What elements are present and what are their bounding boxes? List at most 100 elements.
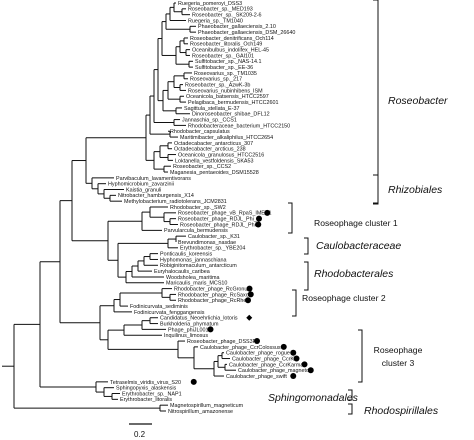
leaf-label: Woodsholea_maritima bbox=[166, 275, 220, 281]
leaf-label: Brevundimonas_nasdae bbox=[178, 240, 236, 246]
leaf-label: Phaeobacter_gallaeciensis_2.10 bbox=[198, 24, 276, 30]
leaf-label: Caulobacter_phage_CcrK bbox=[232, 356, 294, 362]
leaf-diamond-marker bbox=[246, 314, 253, 321]
leaf-label: Roseobacter_denitrificans_Och114 bbox=[190, 36, 274, 42]
leaf-circle-marker bbox=[255, 221, 262, 228]
leaf-circle-marker bbox=[307, 367, 314, 374]
leaf-circle-marker bbox=[256, 215, 262, 222]
bracket-rhizobiales bbox=[373, 174, 379, 204]
leaf-label: Erythrobacter_litoralis bbox=[120, 397, 172, 403]
clade-label-rhizobiales: Rhizobiales bbox=[388, 184, 443, 196]
leaf-label: Dinoroseobacter_shibae_DFL12 bbox=[192, 112, 270, 118]
leaf-label: Oceanicola_batsensis_HTCC2597 bbox=[186, 94, 269, 100]
clade-label-roseobacter: Roseobacter bbox=[388, 95, 448, 107]
bracket-roseophage1 bbox=[288, 202, 293, 234]
leaf-circle-marker bbox=[190, 378, 197, 385]
leaf-label: Sulfitobacter_sp._NAS-14.1 bbox=[195, 59, 262, 65]
leaf-label: Ruegeria_pomeroyi_DSS3 bbox=[178, 1, 242, 7]
leaf-label: Jannaschia_sp._CCS1 bbox=[182, 117, 237, 123]
leaf-label: Magnetospirillum_magneticum bbox=[170, 403, 244, 409]
leaf-label: Parvularcula_bermudensis bbox=[164, 228, 228, 234]
bracket-roseophage2 bbox=[292, 289, 297, 317]
leaf-label: Rhodobacter_phage_RcGronus bbox=[174, 287, 250, 293]
bracket-roseobacter bbox=[373, 0, 379, 205]
bracket-caulobacteraceae bbox=[304, 237, 309, 255]
leaf-label: Oceanicola_granulosus_HTCC2516 bbox=[178, 152, 264, 158]
leaf-label: Roseobacter_phage_RDJL_Phi_2 bbox=[178, 217, 260, 223]
clade-label-rhodobacterales: Rhodobacterales bbox=[314, 268, 394, 280]
leaf-circle-marker bbox=[280, 343, 287, 350]
leaf-label: Robiginitomaculum_antarcticum bbox=[160, 263, 237, 269]
leaf-label: Hyphomonas_jannaschiana bbox=[160, 257, 227, 263]
leaf-label: Sphingopyxis_alaskensis bbox=[116, 386, 177, 392]
leaf-label: Hyphomicrobium_zavarzinii bbox=[108, 182, 174, 188]
leaf-label: Sulfitobacter_sp._EE-36 bbox=[195, 65, 253, 71]
leaf-label: Maricaulis_maris_MCS10 bbox=[166, 281, 227, 287]
leaf-label: Euryhalocaulis_caribea bbox=[154, 269, 210, 275]
leaf-label: Caulobacter_phage_swift bbox=[226, 374, 287, 380]
leaf-label: Inquilinus_limosus bbox=[164, 333, 208, 339]
leaf-label: Loktanella_vestfoldensis_SKA53 bbox=[175, 158, 254, 164]
leaf-circle-marker bbox=[254, 338, 260, 345]
leaf-label: Kaistia_granuli bbox=[126, 187, 161, 193]
leaf-label: Nitrobacter_hamburgensis_X14 bbox=[118, 193, 194, 199]
clade-label-caulobacteraceae: Caulobacteraceae bbox=[316, 240, 401, 252]
leaf-label: Maritimibacter_alkaliphilus_HTCC2654 bbox=[180, 135, 273, 141]
leaf-label: Rhodobacter_capsulatus bbox=[170, 129, 230, 135]
leaf-label: Caulobacter_phage_CcrKarma bbox=[229, 362, 303, 368]
leaf-label: Roseobacter_sp._SK209-2-6 bbox=[192, 13, 262, 19]
leaf-label: Fodinicurvata_fenggangensis bbox=[134, 310, 205, 316]
leaf-label: Ruegeria_sp._TM1040 bbox=[188, 18, 243, 24]
leaf-label: Caulobacter_phage_rogue bbox=[226, 351, 290, 357]
leaf-label: Oceanibulbus_indolifex_HEL-45 bbox=[192, 48, 269, 54]
leaf-circle-marker bbox=[247, 291, 254, 298]
scale-bar-label: 0.2 bbox=[134, 430, 146, 439]
leaf-label: Roseobacter_sp._CCS2 bbox=[173, 164, 231, 170]
leaf-label: Octadecabacter_antarcticus_307 bbox=[174, 141, 253, 147]
leaf-label: Burkholderia_phymatum bbox=[160, 321, 219, 327]
bracket-roseophage3 bbox=[358, 329, 363, 383]
leaf-circle-marker bbox=[245, 297, 251, 304]
leaf-label: Roseobacter_litoralis_Och149 bbox=[190, 42, 262, 48]
leaf-label: Ponticaulis_koreensis bbox=[160, 252, 212, 258]
leaf-label: Fodinicurvata_sediminis bbox=[130, 304, 188, 310]
leaf-label: Roseovarius_nubinhibens_ISM bbox=[188, 88, 263, 94]
leaf-label: Nitrospirillum_amazonense bbox=[168, 409, 233, 415]
leaf-label: Roseobacter_phage_DSS3P8 bbox=[187, 339, 259, 345]
leaf-label: Roseobacter_sp._MED193 bbox=[188, 7, 253, 13]
leaf-circle-marker bbox=[301, 361, 308, 368]
leaf-circle-marker bbox=[290, 373, 297, 380]
clade-label-rhodospirillales: Rhodospirillales bbox=[364, 405, 439, 417]
leaf-circle-marker bbox=[293, 355, 300, 362]
leaf-label: Phage_phiJL001 bbox=[168, 327, 208, 333]
leaf-label: Rhodobacter_sp._SW2 bbox=[170, 205, 226, 211]
leaf-label: Candidatus_Neoehrlichia_lotoris bbox=[160, 316, 238, 322]
leaf-label: Pelagibaca_bermudensis_HTCC2601 bbox=[188, 100, 279, 106]
leaf-label: Methylobacterium_radiotolerans_JCM2831 bbox=[124, 199, 227, 205]
clade-label-roseophage1: Roseophage cluster 1 bbox=[314, 218, 398, 228]
bracket-rhodospirillales bbox=[348, 403, 353, 415]
bracket-sphingomonadales bbox=[348, 389, 353, 401]
leaf-label: Rhodobacter_phage_RcRhea bbox=[178, 298, 249, 304]
leaf-label: Octadecabacter_arcticus_238 bbox=[174, 147, 246, 153]
leaf-circle-marker bbox=[264, 209, 271, 216]
leaf-label: Roseovarius_sp._217 bbox=[190, 77, 242, 83]
leaf-label: Rhodobacteraceae_bacterium_HTCC2150 bbox=[188, 123, 290, 129]
clade-brackets bbox=[288, 0, 379, 415]
tree-branches bbox=[2, 2, 236, 412]
leaf-circle-marker bbox=[290, 349, 297, 356]
clade-label-sphingomonadales: Sphingomonadales bbox=[268, 392, 359, 404]
leaf-label: Sagittula_stellata_E-37 bbox=[184, 106, 239, 112]
leaf-circle-marker bbox=[246, 285, 253, 292]
leaf-label: Roseobacter_sp._AzwK-3b bbox=[185, 83, 250, 89]
leaf-labels: Ruegeria_pomeroyi_DSS3Roseobacter_sp._ME… bbox=[108, 1, 309, 415]
leaf-label: Erythrobacter_sp._YBE204 bbox=[180, 246, 245, 252]
leaf-circle-marker bbox=[207, 326, 214, 333]
leaf-label: Roseobacter_sp._GAI101 bbox=[192, 53, 254, 59]
leaf-label: Phaeobacter_gallaeciensis_DSM_26640 bbox=[198, 30, 295, 36]
leaf-label: Erythrobacter_sp._NAP1 bbox=[122, 391, 182, 397]
leaf-label: Rhodobacter_phage_RcSaxon bbox=[178, 292, 252, 298]
